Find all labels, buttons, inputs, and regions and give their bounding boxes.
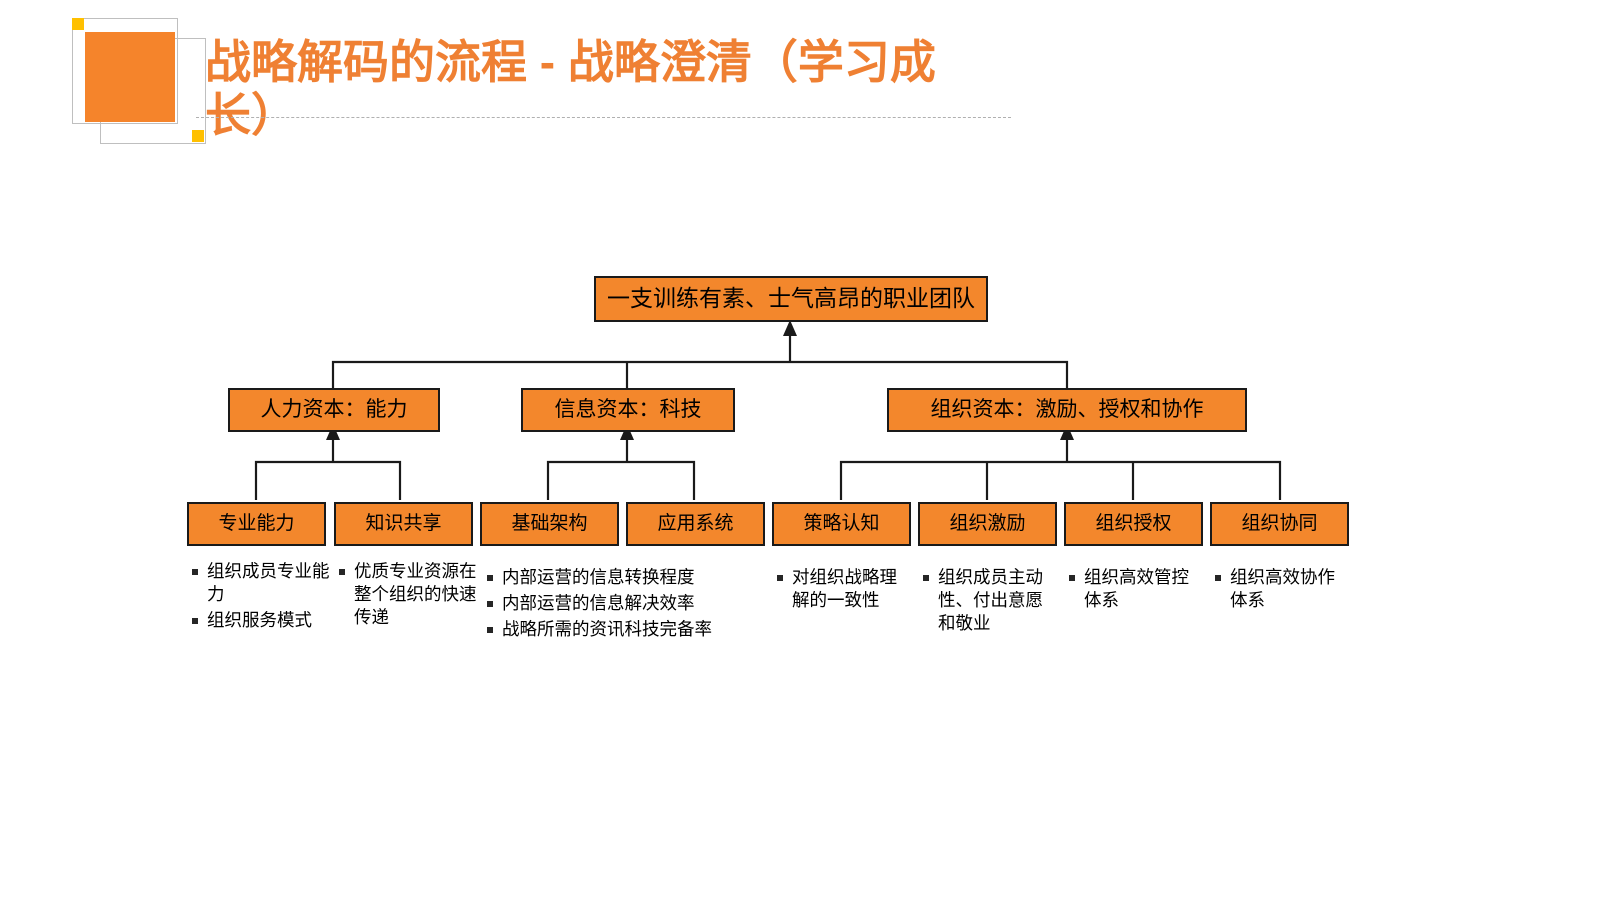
decorative-square-outline-1 bbox=[72, 18, 178, 124]
bullet-list: 优质专业资源在整个组织的快速传递 bbox=[339, 560, 479, 629]
bullet-item: 优质专业资源在整个组织的快速传递 bbox=[339, 560, 479, 629]
bullet-item: 组织高效管控体系 bbox=[1069, 566, 1199, 612]
bullet-item: 组织成员主动性、付出意愿和敬业 bbox=[923, 566, 1053, 635]
bullets-professional-capability: 组织成员专业能力组织服务模式 bbox=[192, 560, 332, 635]
bullet-item: 内部运营的信息解决效率 bbox=[487, 592, 777, 615]
node-leaf-infrastructure[interactable]: 基础架构 bbox=[480, 502, 619, 546]
bullet-list: 组织高效协作体系 bbox=[1215, 566, 1345, 612]
decorative-square-yellow-top-left bbox=[72, 18, 84, 30]
node-leaf-knowledge-sharing[interactable]: 知识共享 bbox=[334, 502, 473, 546]
bullet-item: 对组织战略理解的一致性 bbox=[777, 566, 907, 612]
bullet-list: 组织高效管控体系 bbox=[1069, 566, 1199, 612]
node-branch-human-capital[interactable]: 人力资本：能力 bbox=[228, 388, 440, 432]
node-leaf-application-system[interactable]: 应用系统 bbox=[626, 502, 765, 546]
node-leaf-professional-capability[interactable]: 专业能力 bbox=[187, 502, 326, 546]
bullets-information-capital-group: 内部运营的信息转换程度内部运营的信息解决效率战略所需的资讯科技完备率 bbox=[487, 566, 777, 644]
bullet-list: 对组织战略理解的一致性 bbox=[777, 566, 907, 612]
bullets-strategy-awareness: 对组织战略理解的一致性 bbox=[777, 566, 907, 615]
decorative-square-yellow-bottom-right bbox=[192, 130, 204, 142]
bullet-item: 战略所需的资讯科技完备率 bbox=[487, 618, 777, 641]
bullets-organization-empowerment: 组织高效管控体系 bbox=[1069, 566, 1199, 615]
bullets-knowledge-sharing: 优质专业资源在整个组织的快速传递 bbox=[339, 560, 479, 632]
decorative-square-orange bbox=[85, 32, 175, 122]
node-leaf-organization-empowerment[interactable]: 组织授权 bbox=[1064, 502, 1203, 546]
node-root[interactable]: 一支训练有素、士气高昂的职业团队 bbox=[594, 276, 988, 322]
bullet-list: 组织成员主动性、付出意愿和敬业 bbox=[923, 566, 1053, 635]
node-leaf-organization-collaboration[interactable]: 组织协同 bbox=[1210, 502, 1349, 546]
slide-title: 战略解码的流程 - 战略澄清（学习成 长） bbox=[205, 36, 936, 141]
bullets-organization-incentive: 组织成员主动性、付出意愿和敬业 bbox=[923, 566, 1053, 638]
bullet-item: 组织服务模式 bbox=[192, 609, 332, 632]
bullets-organization-collaboration: 组织高效协作体系 bbox=[1215, 566, 1345, 615]
title-divider-dashed bbox=[196, 117, 1011, 118]
bullet-list: 组织成员专业能力组织服务模式 bbox=[192, 560, 332, 632]
node-leaf-organization-incentive[interactable]: 组织激励 bbox=[918, 502, 1057, 546]
bullet-item: 组织成员专业能力 bbox=[192, 560, 332, 606]
node-leaf-strategy-awareness[interactable]: 策略认知 bbox=[772, 502, 911, 546]
bullet-item: 内部运营的信息转换程度 bbox=[487, 566, 777, 589]
bullet-list: 内部运营的信息转换程度内部运营的信息解决效率战略所需的资讯科技完备率 bbox=[487, 566, 777, 641]
node-branch-organization-capital[interactable]: 组织资本：激励、授权和协作 bbox=[887, 388, 1247, 432]
node-branch-information-capital[interactable]: 信息资本：科技 bbox=[521, 388, 735, 432]
bullet-item: 组织高效协作体系 bbox=[1215, 566, 1345, 612]
